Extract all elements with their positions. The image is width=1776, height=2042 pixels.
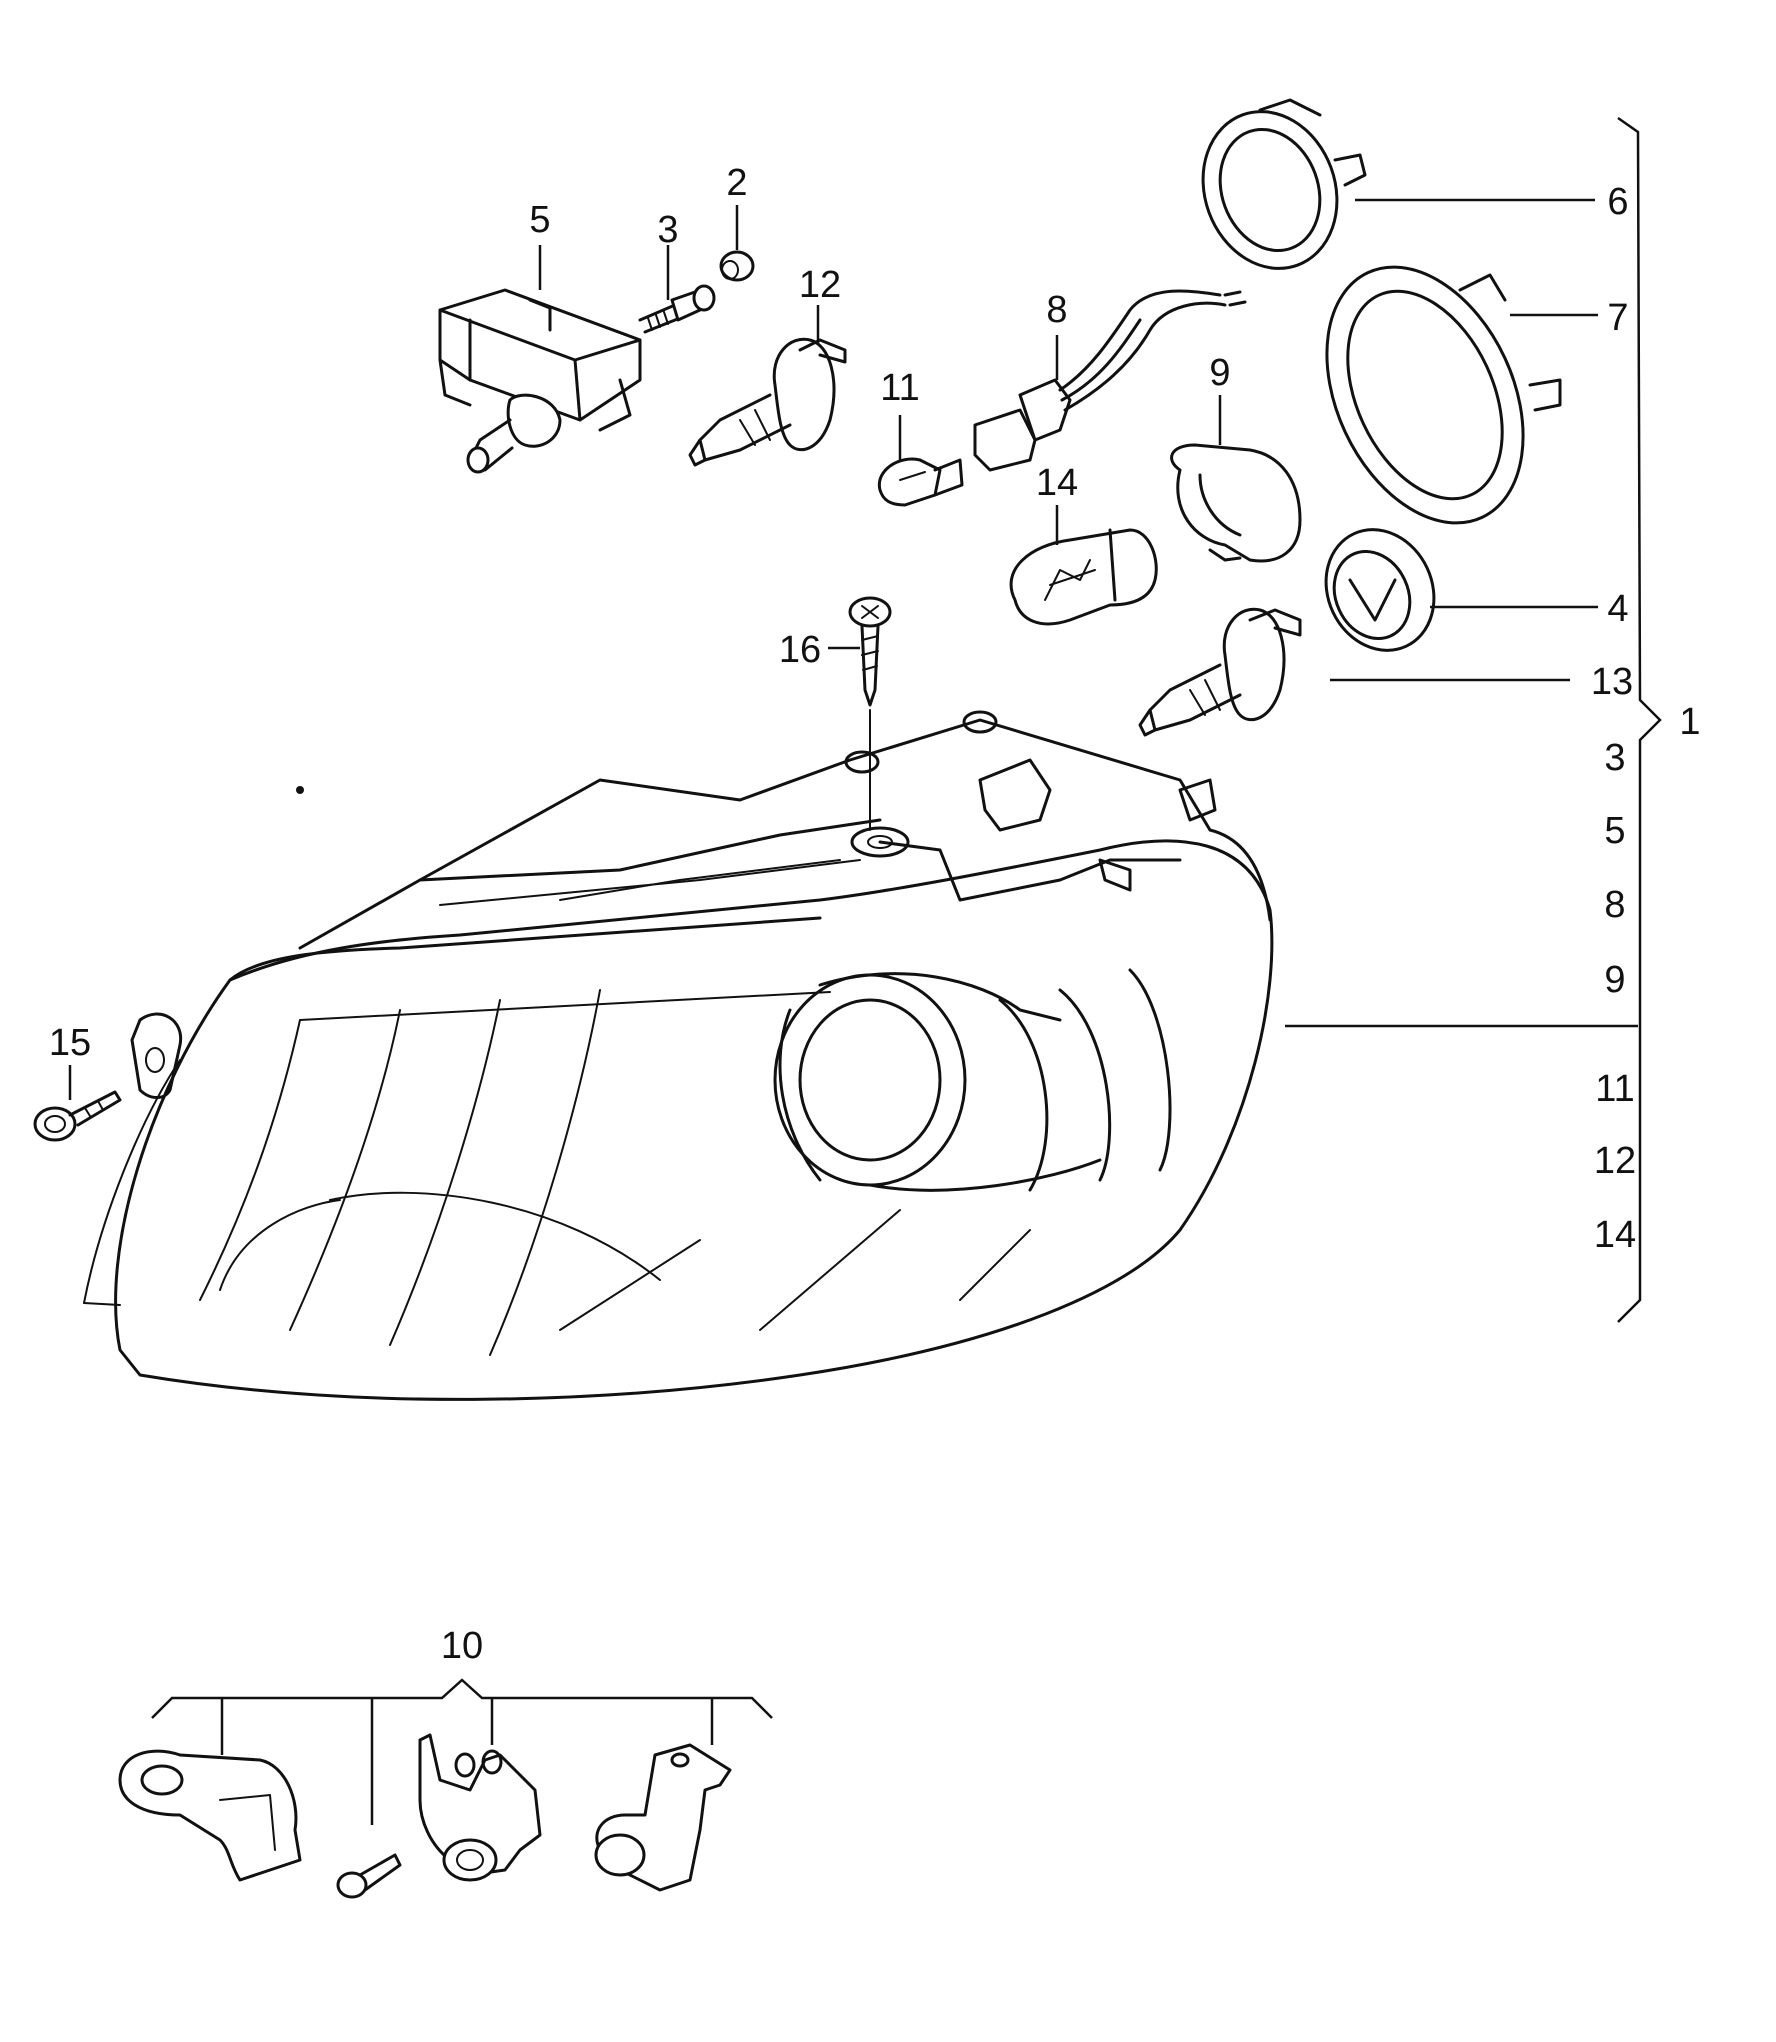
callout-15: 15 — [49, 1022, 91, 1064]
bulb-socket-part-9 — [1170, 443, 1302, 563]
callout-2: 2 — [726, 162, 747, 204]
assembly-item: 5 — [1604, 810, 1625, 852]
callout-4: 4 — [1607, 588, 1628, 630]
callout-12: 12 — [799, 264, 841, 306]
callout-13: 13 — [1591, 661, 1633, 703]
callout-3: 3 — [657, 209, 678, 251]
cover-cap-part-7 — [1325, 265, 1562, 525]
assembly-item: 12 — [1594, 1140, 1636, 1182]
callout-10: 10 — [441, 1625, 483, 1667]
headlight-range-motor — [438, 288, 642, 474]
assembly-item: 11 — [1595, 1068, 1634, 1110]
screw-part-15 — [33, 1090, 122, 1142]
callout-14: 14 — [1036, 462, 1078, 504]
callout-6: 6 — [1607, 181, 1628, 223]
callout-16: 16 — [779, 629, 821, 671]
headlight-housing — [83, 710, 1274, 1401]
bulb-holder-part-8 — [973, 289, 1247, 472]
clip-part-2 — [719, 250, 755, 282]
callout-11: 11 — [880, 367, 919, 409]
h7-bulb-part-13 — [1138, 607, 1302, 737]
callout-1: 1 — [1679, 701, 1700, 743]
bulb-part-14 — [1009, 528, 1158, 626]
callout-8: 8 — [1046, 289, 1067, 331]
leader-lines — [68, 116, 1662, 1323]
screw-part-16 — [848, 596, 892, 831]
wedge-bulb-part-11 — [877, 457, 964, 507]
callout-9: 9 — [1209, 352, 1230, 394]
cover-cap-part-6 — [1201, 98, 1367, 270]
socket-ring-part-4 — [1324, 528, 1436, 652]
assembly-item: 8 — [1604, 884, 1625, 926]
callout-7: 7 — [1607, 297, 1628, 339]
bracket-set-part-10 — [118, 1678, 773, 1899]
screw-part-3 — [638, 284, 716, 334]
assembly-list: 3 5 8 9 11 12 14 — [1594, 737, 1636, 1256]
assembly-item: 3 — [1604, 737, 1625, 779]
callout-5: 5 — [529, 199, 550, 241]
callout-labels: 5 3 2 12 11 8 9 14 16 15 10 6 7 4 13 1 — [49, 162, 1701, 1667]
assembly-item: 14 — [1594, 1214, 1636, 1256]
assembly-item: 9 — [1604, 959, 1625, 1001]
h7-bulb-part-12 — [688, 337, 847, 467]
